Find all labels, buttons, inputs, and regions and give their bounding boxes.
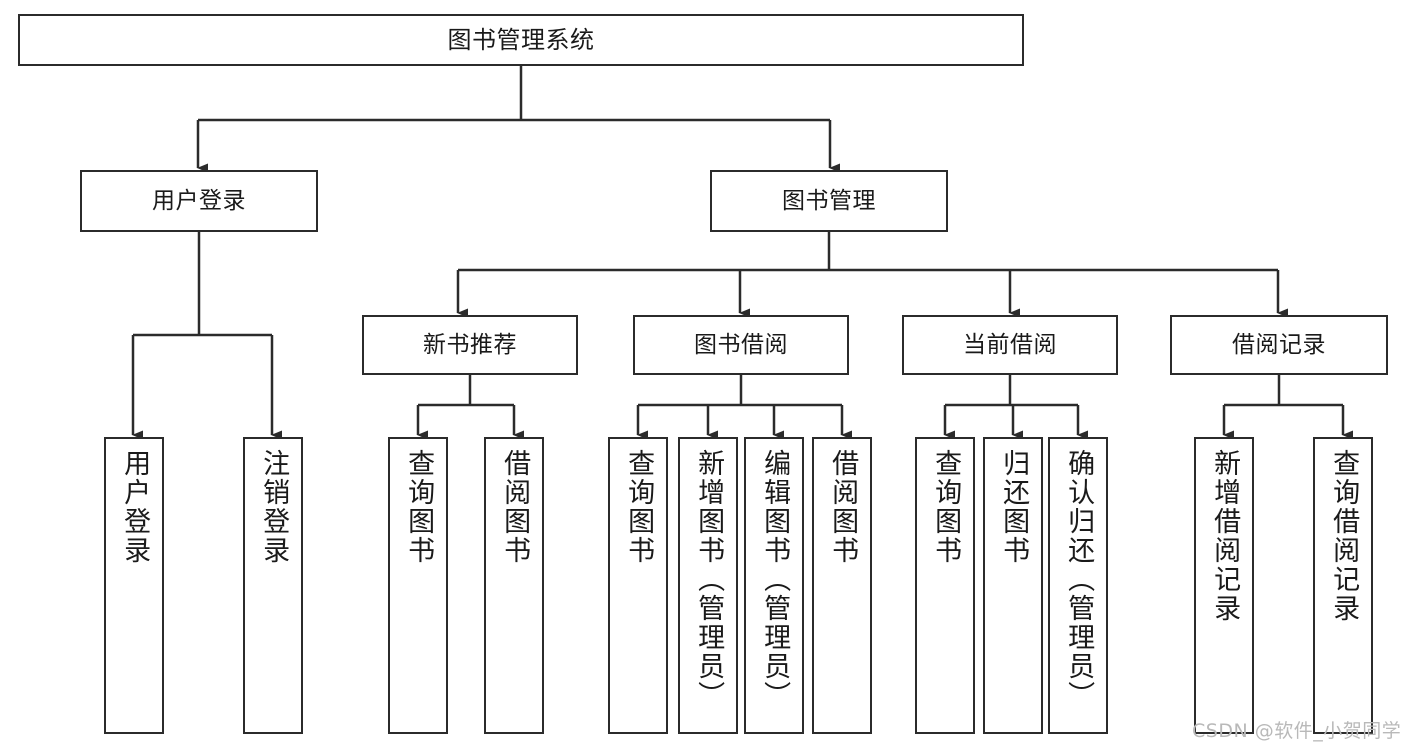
node-new-book-recommend[interactable]: 新书推荐	[362, 315, 578, 375]
leaf-label: 查询图书	[930, 449, 962, 565]
leaf-edit-book-admin[interactable]: 编辑图书（管理员）	[744, 437, 804, 734]
node-new-book-recommend-label: 新书推荐	[423, 331, 517, 358]
node-root-label: 图书管理系统	[447, 26, 595, 54]
leaf-label: 编辑图书（管理员）	[759, 449, 791, 710]
leaf-logout-login[interactable]: 注销登录	[243, 437, 303, 734]
node-current-borrow-label: 当前借阅	[963, 331, 1057, 358]
node-book-management-label: 图书管理	[782, 187, 876, 214]
leaf-query-books-current[interactable]: 查询图书	[915, 437, 975, 734]
leaf-query-borrow-record[interactable]: 查询借阅记录	[1313, 437, 1373, 734]
leaf-confirm-return-admin[interactable]: 确认归还（管理员）	[1048, 437, 1108, 734]
leaf-label: 用户登录	[119, 449, 151, 565]
node-borrow-records-label: 借阅记录	[1232, 331, 1326, 358]
leaf-add-book-admin[interactable]: 新增图书（管理员）	[678, 437, 738, 734]
leaf-query-books-borrow[interactable]: 查询图书	[608, 437, 668, 734]
leaf-label: 查询图书	[403, 449, 435, 565]
leaf-label: 注销登录	[258, 449, 290, 565]
leaf-label: 归还图书	[998, 449, 1030, 565]
leaf-label: 查询图书	[623, 449, 655, 565]
leaf-query-books-recommend[interactable]: 查询图书	[388, 437, 448, 734]
node-book-management[interactable]: 图书管理	[710, 170, 948, 232]
node-book-borrow[interactable]: 图书借阅	[633, 315, 849, 375]
leaf-borrow-books[interactable]: 借阅图书	[812, 437, 872, 734]
leaf-label: 确认归还（管理员）	[1063, 449, 1095, 710]
node-root[interactable]: 图书管理系统	[18, 14, 1024, 66]
leaf-label: 新增图书（管理员）	[693, 449, 725, 710]
leaf-label: 借阅图书	[827, 449, 859, 565]
leaf-label: 借阅图书	[499, 449, 531, 565]
node-borrow-records[interactable]: 借阅记录	[1170, 315, 1388, 375]
leaf-user-login[interactable]: 用户登录	[104, 437, 164, 734]
leaf-borrow-books-recommend[interactable]: 借阅图书	[484, 437, 544, 734]
leaf-return-books[interactable]: 归还图书	[983, 437, 1043, 734]
node-book-borrow-label: 图书借阅	[694, 331, 788, 358]
node-current-borrow[interactable]: 当前借阅	[902, 315, 1118, 375]
leaf-label: 新增借阅记录	[1209, 449, 1241, 623]
node-user-login-label: 用户登录	[152, 187, 246, 214]
watermark: CSDN @软件_小贺同学	[1192, 720, 1402, 742]
leaf-label: 查询借阅记录	[1328, 449, 1360, 623]
leaf-add-borrow-record[interactable]: 新增借阅记录	[1194, 437, 1254, 734]
node-user-login[interactable]: 用户登录	[80, 170, 318, 232]
